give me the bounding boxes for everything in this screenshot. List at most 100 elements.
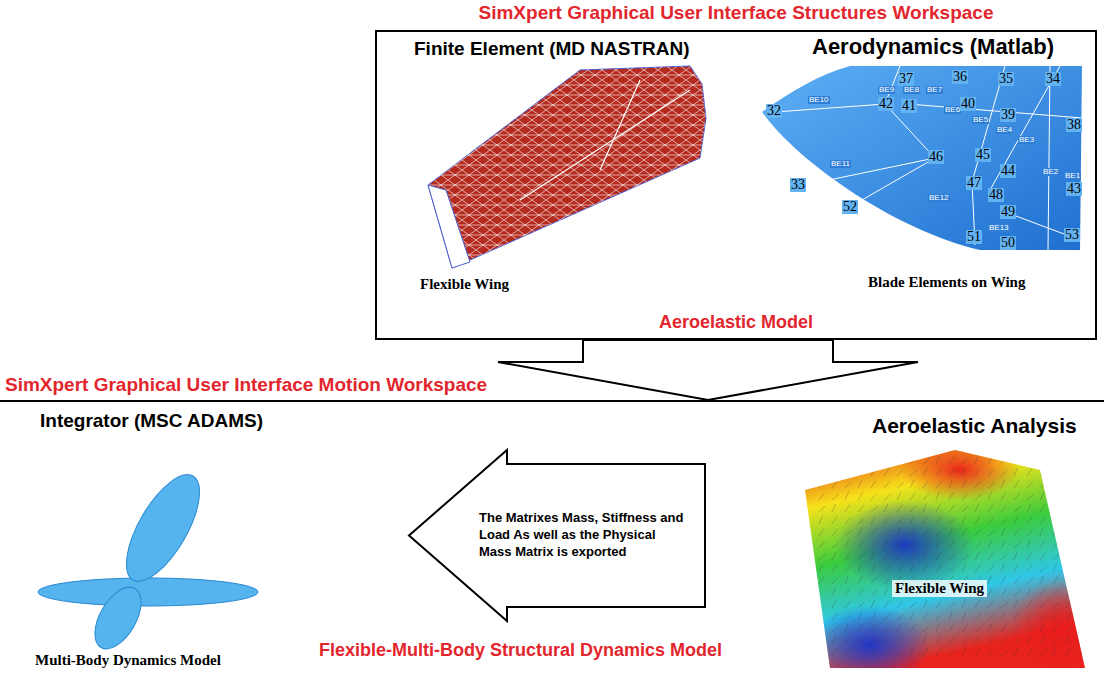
- load-vector: [910, 506, 916, 512]
- wing-spar: [520, 80, 690, 200]
- load-vector: [975, 456, 978, 464]
- blade-wing-shape: [762, 66, 1082, 250]
- load-vector: [845, 624, 849, 632]
- load-vector: [871, 468, 875, 476]
- load-vector: [884, 578, 891, 584]
- load-vector: [988, 614, 995, 620]
- load-vector: [858, 528, 862, 536]
- load-vector: [936, 492, 939, 500]
- load-vector: [1001, 541, 1006, 548]
- load-vector: [910, 457, 916, 464]
- load-vector: [858, 650, 865, 656]
- load-vector: [988, 601, 994, 608]
- load-vector: [884, 540, 887, 548]
- load-vector: [975, 600, 979, 608]
- load-vector: [923, 648, 927, 656]
- load-vector: [832, 578, 838, 584]
- wing-shape: [428, 66, 706, 268]
- load-vector: [988, 469, 994, 476]
- load-vector: [1027, 540, 1030, 548]
- load-vector: [884, 504, 888, 512]
- load-vector: [1027, 600, 1032, 608]
- load-vector: [1014, 516, 1018, 524]
- load-vector: [923, 458, 930, 464]
- load-vector: [1027, 468, 1032, 476]
- load-vector: [884, 517, 889, 524]
- load-vector: [1027, 530, 1033, 536]
- load-vector: [962, 612, 966, 620]
- load-vector: [910, 470, 917, 476]
- load-vector: [975, 626, 982, 632]
- load-vector: [832, 481, 838, 488]
- load-vector: [936, 517, 942, 524]
- load-vector: [1040, 637, 1045, 644]
- load-vector: [832, 516, 837, 524]
- load-vector: [1014, 542, 1020, 548]
- load-vector: [884, 552, 888, 560]
- load-vector: [1014, 590, 1021, 596]
- callout-number: 34: [1045, 72, 1061, 86]
- load-vector: [1001, 564, 1004, 572]
- wing-ellipse: [112, 464, 214, 592]
- load-vector: [897, 637, 902, 644]
- load-vector: [858, 612, 862, 620]
- load-vector: [858, 470, 865, 476]
- wing-ellipse: [85, 580, 150, 657]
- multi-body-figure: [38, 464, 258, 656]
- load-vector: [832, 504, 836, 512]
- load-vector: [884, 494, 891, 500]
- fe-wing: [428, 66, 706, 268]
- load-vector: [1040, 528, 1043, 536]
- load-vector: [871, 529, 876, 536]
- load-vector: [923, 481, 928, 488]
- callout-number: 46: [928, 150, 944, 164]
- load-vector: [962, 458, 968, 464]
- load-vector: [1014, 638, 1021, 644]
- load-vector: [1053, 554, 1060, 560]
- blade-element-lines: [775, 66, 1082, 250]
- load-vector: [858, 492, 863, 500]
- load-vector: [1040, 588, 1045, 596]
- blade-element-label: BE3: [1018, 136, 1035, 144]
- figure-caption: Flexible Wing: [420, 276, 509, 293]
- load-vector: [858, 624, 863, 632]
- load-vector: [910, 625, 915, 632]
- load-vector: [1001, 457, 1007, 464]
- load-vector: [988, 588, 992, 596]
- load-vector: [1001, 637, 1007, 644]
- load-vector: [910, 554, 917, 560]
- load-vector: [884, 530, 890, 536]
- blade-element-label: BE2: [1042, 168, 1059, 176]
- load-vector: [1001, 554, 1007, 560]
- load-vector: [819, 577, 824, 584]
- load-vector: [1079, 636, 1083, 644]
- load-vector: [1027, 517, 1032, 524]
- load-vector: [871, 506, 878, 512]
- load-vector: [949, 637, 955, 644]
- load-vector: [1079, 649, 1085, 656]
- load-vector: [949, 566, 956, 572]
- load-vector: [1014, 529, 1019, 536]
- load-vector: [949, 553, 955, 560]
- load-vector: [819, 516, 823, 524]
- load-vector: [962, 445, 967, 452]
- load-vector: [897, 540, 901, 548]
- load-vector: [962, 554, 969, 560]
- load-vector: [962, 564, 966, 572]
- load-vector: [1001, 470, 1008, 476]
- load-vector: [923, 613, 928, 620]
- load-vector: [962, 480, 966, 488]
- load-vector: [975, 516, 980, 524]
- callout-number: 51: [966, 230, 982, 244]
- load-vector: [832, 636, 836, 644]
- load-vector: [1001, 518, 1008, 524]
- load-vector: [988, 517, 994, 524]
- load-vector: [1014, 600, 1018, 608]
- load-vector: [845, 504, 850, 512]
- load-vector: [1027, 565, 1033, 572]
- load-vector: [962, 638, 969, 644]
- load-vector: [1027, 636, 1031, 644]
- load-vector: [832, 529, 838, 536]
- load-vector: [858, 564, 861, 572]
